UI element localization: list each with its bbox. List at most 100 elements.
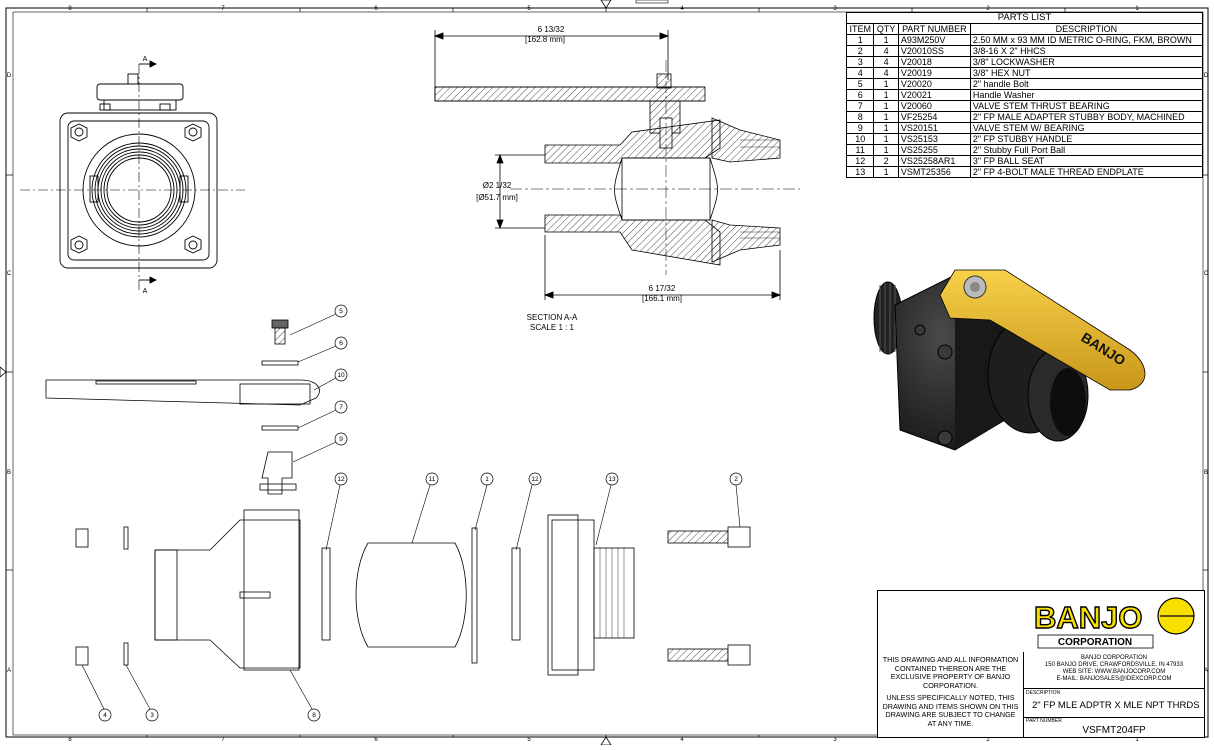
part-number-label: PART NUMBER (1026, 718, 1062, 724)
balloon-5: 5 (339, 308, 343, 315)
item-cell: 8 (845, 111, 875, 123)
row-label: B (1204, 470, 1208, 476)
qty-cell: 1 (873, 89, 899, 101)
description-cell: 2" FP MALE ADAPTER STUBBY BODY, MACHINED (969, 111, 1204, 123)
balloon-8: 8 (312, 712, 316, 719)
part-number-cell: VS20151 (897, 122, 971, 134)
balloon-11: 11 (429, 476, 436, 483)
balloon-12: 12 (337, 476, 345, 483)
item-cell: 10 (845, 133, 875, 145)
part-number-cell: VF25254 (897, 111, 971, 123)
qty-cell: 1 (873, 133, 899, 145)
balloon-4: 4 (103, 712, 107, 719)
col-label: 6 (374, 737, 378, 743)
col-label: 5 (527, 737, 531, 743)
qty-cell: 1 (873, 34, 899, 46)
company-address-box: BANJO CORPORATION 150 BANJO DRIVE, CRAWF… (1024, 652, 1204, 689)
ownership-notice: THIS DRAWING AND ALL INFORMATION CONTAIN… (882, 655, 1019, 690)
item-cell: 1 (845, 34, 875, 46)
col-label: 5 (527, 6, 531, 12)
item-cell: 13 (845, 166, 875, 178)
col-label: 3 (833, 6, 837, 12)
section-label: SECTION A-A (527, 313, 578, 322)
part-number-value: VSFMT204FP (1082, 725, 1146, 736)
banjo-logo: BANJO CORPORATION (1024, 591, 1204, 652)
isometric-view: BANJO (873, 269, 1146, 451)
item-cell: 12 (845, 155, 875, 167)
col-label: 7 (221, 737, 225, 743)
qty-cell: 4 (873, 45, 899, 57)
balloon-6: 6 (339, 340, 343, 347)
col-label: 1 (1135, 737, 1139, 743)
qty-cell: 1 (873, 78, 899, 90)
balloon-10: 10 (337, 372, 345, 379)
column-header: PART NUMBER (897, 23, 971, 35)
row-label: B (7, 470, 11, 476)
description-cell: 3" FP BALL SEAT (969, 155, 1204, 167)
section-marker-a: A (143, 288, 148, 295)
qty-cell: 2 (873, 155, 899, 167)
part-number-cell: VSMT25356 (897, 166, 971, 178)
company-website: WEB SITE: WWW.BANJOCORP.COM (1062, 669, 1166, 675)
description-label: DESCRIPTION (1026, 690, 1061, 696)
description-cell: 3/8" LOCKWASHER (969, 56, 1204, 68)
dimension-bottom: 6 17/32 (649, 284, 676, 293)
col-label: 4 (680, 737, 684, 743)
column-header: ITEM (845, 23, 875, 35)
company-name: BANJO CORPORATION (1081, 655, 1147, 661)
item-cell: 11 (845, 144, 875, 156)
part-number-cell: V20020 (897, 78, 971, 90)
col-label: 4 (680, 6, 684, 12)
part-number-cell: V20010SS (897, 45, 971, 57)
part-number-cell: A93M250V (897, 34, 971, 46)
exploded-view (45, 319, 751, 676)
dimension-bottom-mm: [166.1 mm] (642, 294, 682, 303)
item-cell: 4 (845, 67, 875, 79)
col-label: 6 (374, 6, 378, 12)
title-block: BANJO CORPORATION THIS DRAWING AND ALL I… (877, 590, 1205, 738)
description-cell: VALVE STEM W/ BEARING (969, 122, 1204, 134)
dimension-top-mm: [162.8 mm] (525, 35, 565, 44)
balloon-9: 9 (339, 436, 343, 443)
column-header: QTY (873, 23, 899, 35)
parts-list-table: PARTS LIST ITEM QTY PART NUMBER DESCRIPT… (845, 12, 1204, 178)
section-marker-a: A (143, 56, 148, 63)
qty-cell: 4 (873, 56, 899, 68)
balloon-3: 3 (150, 712, 154, 719)
column-header: DESCRIPTION (969, 23, 1204, 35)
part-number-cell: V20021 (897, 89, 971, 101)
row-label: C (7, 271, 12, 277)
description-cell: 2" FP 4-BOLT MALE THREAD ENDPLATE (969, 166, 1204, 178)
qty-cell: 1 (873, 144, 899, 156)
row-label: C (1204, 271, 1209, 277)
balloon-1: 1 (485, 476, 489, 483)
description-cell: 2.50 MM x 93 MM ID METRIC O-RING, FKM, B… (969, 34, 1204, 46)
description-cell: 3/8-16 X 2" HHCS (969, 45, 1204, 57)
company-info: BANJO CORPORATION 150 BANJO DRIVE, CRAWF… (1024, 652, 1204, 737)
item-cell: 3 (845, 56, 875, 68)
part-number-box: PART NUMBER VSFMT204FP (1024, 717, 1204, 737)
company-address: 150 BANJO DRIVE, CRAWFORDSVILLE, IN 4793… (1044, 662, 1184, 668)
dimension-diameter: Ø2 1/32 (483, 181, 512, 190)
part-number-cell: V20018 (897, 56, 971, 68)
description-box: DESCRIPTION 2" FP MLE ADPTR X MLE NPT TH… (1024, 689, 1204, 718)
row-label: D (7, 73, 12, 79)
description-cell: 2" handle Bolt (969, 78, 1204, 90)
description-cell: VALVE STEM THRUST BEARING (969, 100, 1204, 112)
item-cell: 6 (845, 89, 875, 101)
col-label: 3 (833, 737, 837, 743)
part-number-cell: VS25258AR1 (897, 155, 971, 167)
col-label: 1 (1135, 6, 1139, 12)
